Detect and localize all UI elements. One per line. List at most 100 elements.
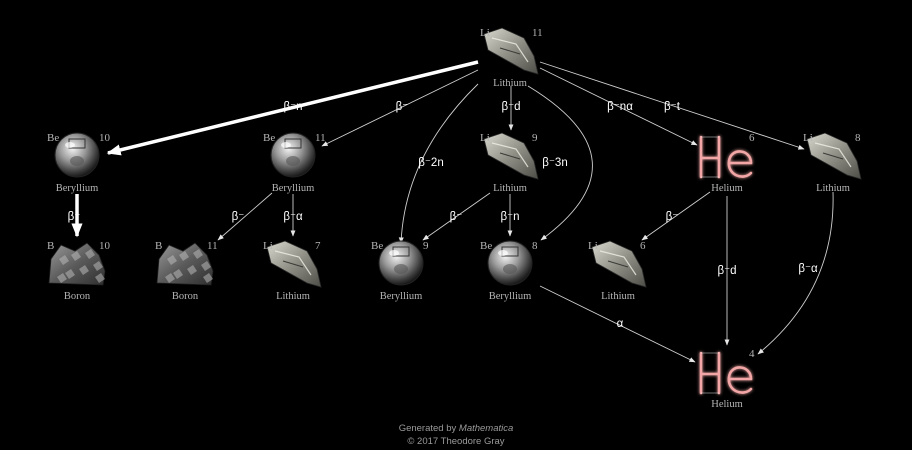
node-symbol: B	[155, 240, 162, 252]
node-element-name: Beryllium	[380, 291, 423, 302]
edge-label: β⁻α	[283, 211, 303, 223]
node-symbol: B	[47, 240, 54, 252]
node-mass-number: 11	[207, 240, 218, 252]
lithium-sample-icon	[483, 132, 539, 180]
edge-label: β⁻	[232, 211, 245, 223]
node-symbol: Li	[480, 132, 490, 144]
edge-label: β⁻n	[500, 211, 519, 223]
footer-prefix: Generated by	[398, 423, 457, 434]
node-mass-number: 7	[315, 240, 321, 252]
edge-label: β⁻nα	[607, 101, 633, 113]
edge-line	[641, 191, 711, 241]
edge-label: β⁻	[666, 211, 679, 223]
edge-label: β⁻α	[798, 263, 818, 275]
node-element-name: Lithium	[601, 291, 635, 302]
footer-copyright: © 2017 Theodore Gray	[407, 436, 505, 447]
boron-sample-icon	[156, 242, 214, 286]
node-symbol: Be	[263, 132, 275, 144]
lithium-sample-icon	[266, 240, 322, 288]
edge-label: β⁻d	[717, 265, 736, 277]
node-element-name: Beryllium	[272, 183, 315, 194]
edge-li8-to-he4: β⁻α	[757, 191, 834, 355]
node-mass-number: 10	[99, 240, 111, 252]
edge-label: β⁻n	[283, 101, 302, 113]
node-mass-number: 10	[99, 132, 111, 144]
edge-line	[106, 60, 479, 156]
edge-li9-to-be9: β⁻	[422, 192, 491, 241]
node-element-name: Lithium	[816, 183, 850, 194]
node-element-name: Lithium	[276, 291, 310, 302]
lithium-sample-icon	[483, 27, 539, 75]
edge-line	[539, 285, 696, 363]
node-symbol: Be	[47, 132, 59, 144]
node-mass-number: 9	[423, 240, 429, 252]
helium-sample-icon	[699, 135, 753, 179]
edge-label: β⁻d	[501, 101, 520, 113]
edge-li11-to-he6: β⁻nα	[539, 67, 698, 146]
node-symbol: Li	[263, 240, 273, 252]
node-symbol: Be	[480, 240, 492, 252]
node-mass-number: 6	[749, 132, 755, 144]
lithium-sample-icon	[806, 132, 862, 180]
node-symbol: Be	[371, 240, 383, 252]
node-symbol: Li	[803, 132, 813, 144]
footer-generated-by: Generated by Mathematica	[0, 423, 912, 434]
edge-line	[757, 191, 834, 355]
node-mass-number: 11	[315, 132, 326, 144]
edge-be10-to-b10: β⁻	[68, 194, 83, 238]
edge-he6-to-li6: β⁻	[641, 191, 711, 241]
node-mass-number: 11	[532, 27, 543, 39]
node-element-name: Boron	[172, 291, 199, 302]
boron-sample-icon	[48, 242, 106, 286]
edge-li11-to-li9: β⁻d	[501, 86, 521, 131]
edge-label: β⁻t	[664, 101, 681, 113]
edge-he6-to-he4: β⁻d	[717, 196, 737, 346]
beryllium-sample-icon	[487, 240, 533, 286]
edge-label: β⁻	[68, 211, 81, 223]
node-symbol: Li	[480, 27, 490, 39]
edge-line	[398, 83, 479, 244]
edge-li9-to-be8: β⁻n	[500, 194, 520, 237]
edge-be11-to-li7: β⁻α	[283, 194, 303, 237]
edge-line	[539, 61, 805, 150]
node-element-name: Beryllium	[56, 183, 99, 194]
edge-label: β⁻	[450, 211, 463, 223]
lithium-sample-icon	[591, 240, 647, 288]
edge-li11-to-be8: β⁻3n	[527, 85, 593, 241]
node-mass-number: 8	[855, 132, 861, 144]
node-element-name: Helium	[711, 183, 743, 194]
node-element-name: Lithium	[493, 78, 527, 89]
edge-label: β⁻3n	[542, 157, 567, 169]
node-element-name: Boron	[64, 291, 91, 302]
edge-li11-to-be9: β⁻2n	[398, 83, 479, 244]
node-element-name: Helium	[711, 399, 743, 410]
edge-be8-to-he4: α	[539, 285, 696, 363]
node-element-name: Beryllium	[489, 291, 532, 302]
edge-line	[539, 67, 698, 146]
edge-label: α	[617, 318, 624, 330]
node-element-name: Lithium	[493, 183, 527, 194]
node-mass-number: 9	[532, 132, 538, 144]
beryllium-sample-icon	[54, 132, 100, 178]
node-symbol: Li	[588, 240, 598, 252]
edge-label: β⁻	[396, 101, 409, 113]
node-mass-number: 4	[749, 348, 755, 360]
edge-li11-to-be10: β⁻n	[106, 60, 479, 156]
edge-line	[527, 85, 593, 241]
footer-software: Mathematica	[458, 423, 514, 434]
